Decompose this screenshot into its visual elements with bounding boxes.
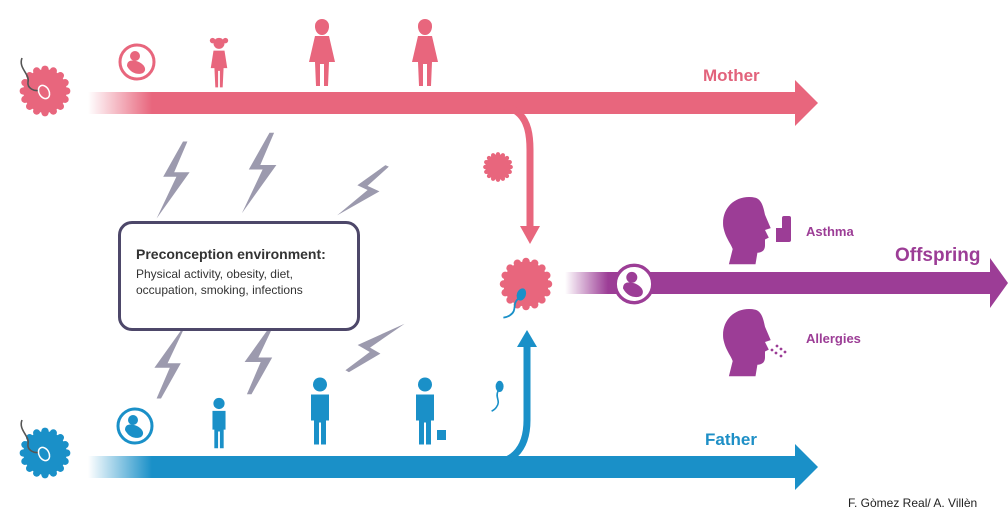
sperm-icon — [490, 379, 505, 413]
lightning-icon — [154, 321, 188, 399]
sperm-head — [37, 84, 51, 100]
image-credit: F. Gòmez Real/ A. Villèn — [848, 496, 978, 510]
preconception-environment-box: Preconception environment: Physical acti… — [118, 221, 360, 331]
man-icon — [311, 377, 329, 445]
offspring-arrow — [565, 258, 1008, 308]
father-arrow — [88, 330, 818, 490]
father-label: Father — [705, 430, 757, 449]
girl-icon — [209, 37, 229, 88]
inhaler-icon — [776, 228, 786, 242]
sperm-head — [37, 446, 51, 462]
head-profile-icon — [723, 197, 771, 265]
environment-title: Preconception environment: — [136, 246, 326, 262]
offspring-label: Offspring — [895, 245, 981, 266]
egg-cell-icon — [483, 152, 513, 182]
lightning-icon — [156, 141, 190, 219]
lightning-icon — [241, 132, 277, 214]
sperm-icon — [20, 57, 41, 92]
egg-cell-icon — [499, 257, 553, 311]
environment-description: Physical activity, obesity, diet, occupa… — [136, 267, 303, 297]
sneeze-particles — [770, 344, 787, 358]
mother-arrow — [88, 80, 818, 244]
woman-icon — [412, 19, 438, 86]
mother-label: Mother — [703, 66, 760, 85]
inhaler-icon-top — [782, 216, 791, 242]
briefcase-icon — [437, 430, 446, 440]
head-profile-icon — [723, 309, 771, 377]
allergies-label: Allergies — [806, 331, 861, 346]
woman-icon — [309, 19, 335, 86]
asthma-label: Asthma — [806, 224, 854, 239]
fetus-icon — [613, 263, 655, 305]
lightning-icon — [337, 155, 391, 228]
businessman-icon — [416, 377, 434, 445]
fetus-icon — [118, 43, 156, 81]
fetus-icon — [116, 407, 154, 445]
sperm-tail — [20, 419, 41, 454]
boy-icon — [212, 397, 226, 449]
